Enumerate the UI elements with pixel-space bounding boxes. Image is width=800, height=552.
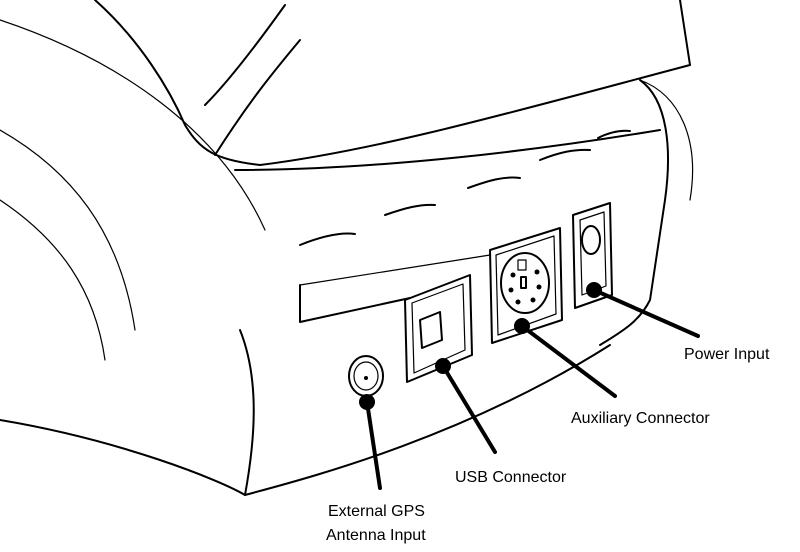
label-auxiliary-connector: Auxiliary Connector	[571, 410, 710, 427]
usb-connector	[404, 274, 473, 383]
leader-power	[586, 282, 700, 338]
leader-usb	[435, 358, 497, 454]
label-gps-line2: Antenna Input	[326, 527, 426, 544]
auxiliary-connector	[489, 227, 563, 344]
leader-gps	[359, 394, 382, 490]
device-body	[0, 0, 694, 496]
power-input-jack	[572, 202, 613, 309]
label-gps-line1: External GPS	[328, 503, 425, 520]
label-recess	[299, 254, 491, 323]
label-power-input: Power Input	[684, 346, 770, 363]
leader-auxiliary	[514, 318, 617, 398]
gps-antenna-connector	[348, 355, 384, 397]
label-usb-connector: USB Connector	[455, 469, 567, 486]
